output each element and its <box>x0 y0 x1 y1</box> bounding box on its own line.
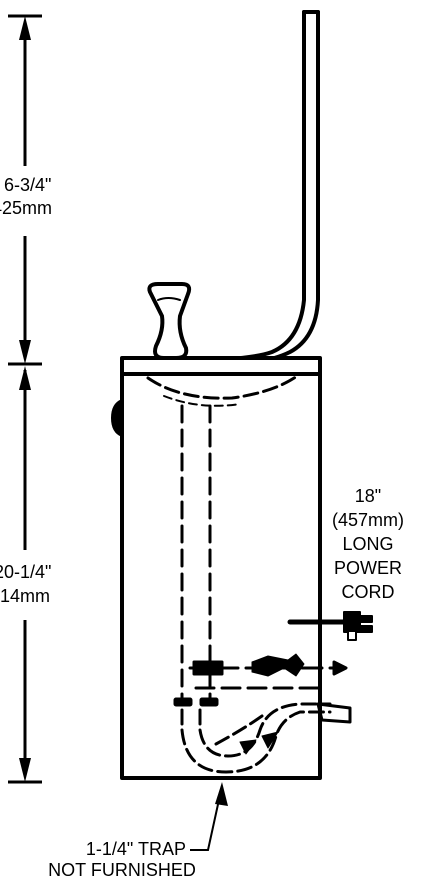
trap-fittings <box>173 697 352 755</box>
bubbler-head <box>147 282 192 360</box>
lower-dimension-metric: 514mm <box>0 586 50 606</box>
trap-callout-line-1: 1-1/4" TRAP <box>86 839 186 859</box>
power-cord-callout-line-1: 18" <box>355 486 381 506</box>
power-cord-callout: 18" (457mm) LONG POWER CORD <box>332 486 404 602</box>
dimension-lines <box>8 14 42 784</box>
power-cord-callout-line-4: POWER <box>334 558 402 578</box>
lower-dimension-imperial: 20-1/4" <box>0 562 51 582</box>
trap-leader-line <box>190 785 223 851</box>
trap-leader-arrow <box>215 782 228 806</box>
supply-line <box>188 653 348 677</box>
back-panel <box>178 10 320 368</box>
dimension-arrows <box>19 16 31 782</box>
upper-dimension-imperial: 6-3/4" <box>4 175 51 195</box>
fountain-unit <box>111 10 373 780</box>
power-cord-callout-line-3: LONG <box>342 534 393 554</box>
power-cord-callout-line-2: (457mm) <box>332 510 404 530</box>
upper-dimension-metric: 425mm <box>0 198 52 218</box>
trap-callout-line-2: NOT FURNISHED <box>48 860 196 879</box>
waste-pipes <box>180 404 212 702</box>
power-cord <box>287 611 373 641</box>
cabinet-body <box>120 372 322 780</box>
receptor-bowl <box>146 372 302 400</box>
top-deck <box>120 356 322 376</box>
side-button <box>111 399 123 437</box>
trap-callout: 1-1/4" TRAP NOT FURNISHED <box>48 782 228 879</box>
power-plug-icon <box>343 611 373 633</box>
power-cord-callout-line-5: CORD <box>342 582 395 602</box>
